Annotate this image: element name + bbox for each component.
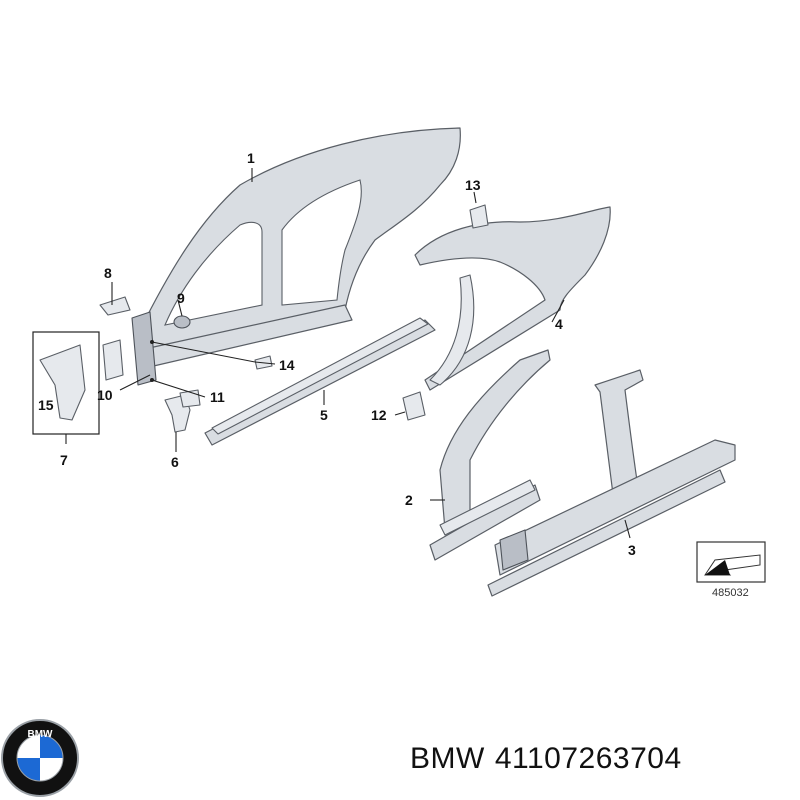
- callout-3: 3: [628, 542, 636, 558]
- callout-5: 5: [320, 407, 328, 423]
- callout-2: 2: [405, 492, 413, 508]
- part-9-plug: [173, 315, 191, 329]
- callout-15: 15: [38, 397, 54, 413]
- diagram-ref-code: 485032: [712, 587, 749, 599]
- part-13-bracket: [469, 204, 489, 229]
- callout-13: 13: [465, 177, 481, 193]
- part-3-center-pillar: [487, 369, 736, 597]
- callout-8: 8: [104, 265, 112, 281]
- callout-9: 9: [177, 290, 185, 306]
- part-2-front-pillar: [429, 349, 551, 561]
- callout-labels: 1 2 3 4 5 6 7 8 9 10 11 12 13 14 15: [38, 150, 636, 558]
- bmw-logo: BMW: [1, 719, 79, 797]
- part-5-sill: [204, 317, 436, 446]
- part-8-bracket: [99, 296, 131, 316]
- callout-7: 7: [60, 452, 68, 468]
- leader-lines: [65, 168, 631, 539]
- callout-10: 10: [97, 387, 113, 403]
- part-number: 41107263704: [494, 742, 682, 775]
- reference-icon: [696, 541, 766, 583]
- callout-6: 6: [171, 454, 179, 470]
- part-12-bracket: [402, 391, 426, 421]
- bmw-logo-lettering: BMW: [28, 729, 54, 740]
- part-10-bracket: [102, 339, 124, 381]
- part-7-group-box: [32, 331, 100, 435]
- callout-1: 1: [247, 150, 255, 166]
- callout-12: 12: [371, 407, 387, 423]
- part-1-side-frame: [131, 127, 461, 386]
- callout-14: 14: [279, 357, 295, 373]
- product-caption: BMW 41107263704: [410, 742, 692, 776]
- callout-11: 11: [210, 389, 225, 405]
- brand-name: BMW: [410, 742, 485, 775]
- part-4-rear-quarter: [414, 206, 611, 391]
- callout-4: 4: [555, 316, 563, 332]
